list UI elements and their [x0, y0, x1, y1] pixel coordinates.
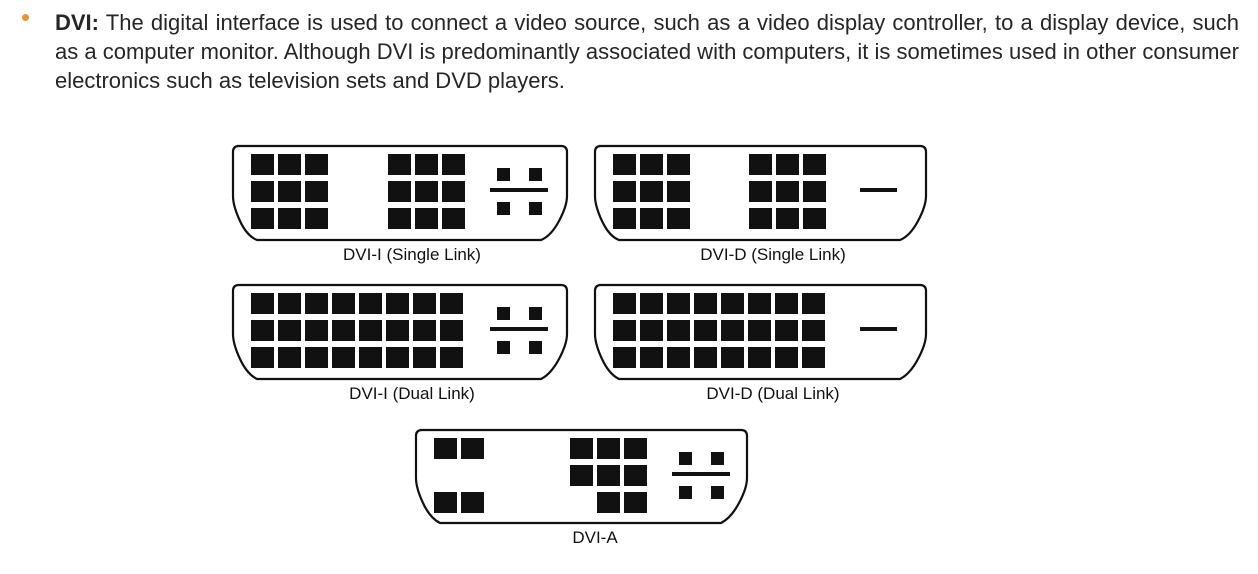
connector-label: DVI-D (Dual Link) [706, 384, 839, 403]
bullet-paragraph: DVI: The digital interface is used to co… [55, 8, 1239, 95]
analog-pin-group [490, 168, 548, 215]
connector-dvi-d-dual [593, 283, 928, 381]
digital-pin-block-left [251, 154, 328, 229]
ground-blade [860, 188, 897, 192]
bullet-body: The digital interface is used to connect… [55, 10, 1239, 93]
connector-dvi-a [414, 428, 749, 525]
digital-pin-block-left [613, 154, 690, 229]
connector-dvi-i-dual [231, 283, 569, 381]
analog-pin-group [672, 452, 730, 499]
connector-label: DVI-A [572, 528, 618, 547]
digital-pin-block [251, 293, 463, 368]
digital-pin-block [613, 293, 825, 368]
bullet-icon [22, 14, 29, 21]
analog-side-pins-left [434, 438, 484, 513]
digital-pin-block-right [749, 154, 826, 229]
connector-label: DVI-I (Dual Link) [349, 384, 475, 403]
ground-blade [860, 327, 897, 331]
analog-pin-group [490, 307, 548, 354]
bullet-term: DVI: [55, 10, 99, 35]
digital-pin-block-right [570, 438, 647, 513]
digital-pin-block-right [388, 154, 465, 229]
connector-label: DVI-D (Single Link) [700, 245, 846, 264]
connector-dvi-d-single [593, 144, 928, 242]
connector-label: DVI-I (Single Link) [343, 245, 481, 264]
connector-dvi-i-single [231, 144, 569, 242]
